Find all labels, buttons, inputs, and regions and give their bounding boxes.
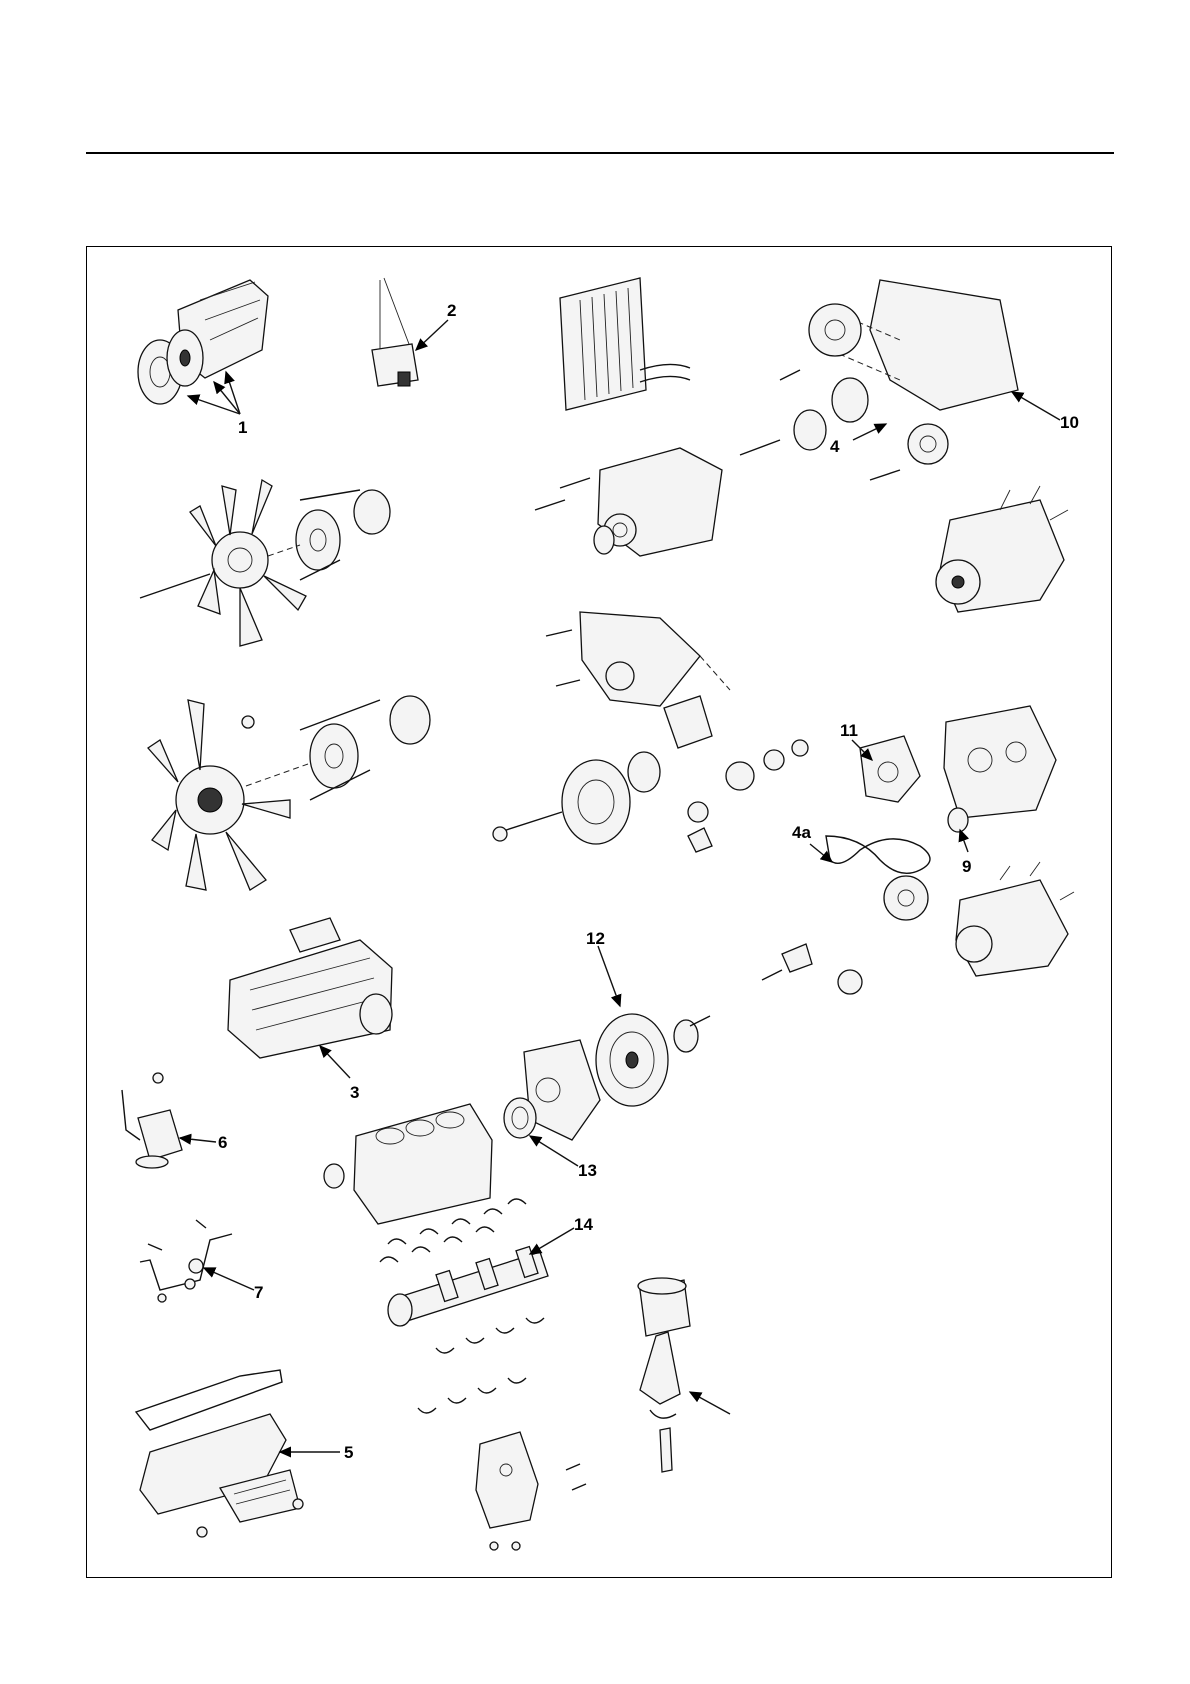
engine-mount-bracket: [476, 1432, 586, 1550]
crankshaft-pulley-assembly: [493, 752, 660, 844]
callout-6: 6: [180, 1133, 227, 1152]
sensor-component: [372, 278, 418, 386]
callout-5: 5 5: [280, 1443, 353, 1462]
injection-pump-lower: [956, 862, 1074, 976]
callout-5-label-text: 5: [344, 1443, 353, 1462]
callout-4a: 4a: [792, 823, 832, 862]
cylinder-head-manifold: [228, 918, 392, 1058]
callout-2-label: 2: [447, 301, 456, 320]
callout-13-label: 13: [578, 1161, 597, 1180]
front-cover-assembly: [535, 448, 722, 556]
oil-pan-assembly: [136, 1370, 303, 1537]
timing-gear-case: [740, 280, 1018, 480]
callout-13: 13: [530, 1136, 597, 1180]
crankshaft: [388, 1247, 548, 1326]
clutch-transmission-assembly: [138, 280, 268, 404]
radiator-assembly: [560, 278, 690, 410]
callout-14: 14: [530, 1215, 593, 1254]
main-bearings-lower: [418, 1318, 544, 1413]
rear-oil-seal: [504, 1098, 536, 1138]
callout-4-label: 4: [830, 437, 840, 456]
callout-12: 12: [586, 929, 620, 1006]
flywheel: [596, 1014, 710, 1106]
callout-14-label: 14: [574, 1215, 593, 1234]
callout-1-label: 1: [238, 418, 247, 437]
callout-4a-label: 4a: [792, 823, 811, 842]
callout-9: 9: [960, 830, 971, 876]
oil-pump-strainer: [122, 1073, 182, 1168]
oil-pipe-bracket: [140, 1220, 232, 1302]
cooling-fan-lower-assembly: [148, 696, 430, 890]
water-pump: [860, 736, 920, 802]
injection-pump-upper: [936, 486, 1068, 612]
callout-3-label: 3: [350, 1083, 359, 1102]
callout-7: 7: [204, 1268, 263, 1302]
callout-7-label: 7: [254, 1283, 263, 1302]
timing-belt-cover: [546, 612, 730, 748]
cylinder-block: [324, 1104, 492, 1224]
callout-3: 3: [320, 1046, 359, 1102]
callout-10: 3 10: [1012, 392, 1079, 432]
callout-6-label: 6: [218, 1133, 227, 1152]
callout-12-label: 12: [586, 929, 605, 948]
cooling-fan-assembly: [140, 480, 390, 646]
callout-2: 2: [416, 301, 456, 350]
callout-4: 4: [830, 424, 886, 456]
cylinder-head-rear-plate: [944, 706, 1056, 832]
callout-9-label: 9: [962, 857, 971, 876]
callout-11-label: 11: [840, 721, 858, 740]
piston-connecting-rod: [638, 1278, 730, 1472]
callout-1: 1: [188, 372, 247, 437]
callout-10-label-text: 10: [1060, 413, 1079, 432]
